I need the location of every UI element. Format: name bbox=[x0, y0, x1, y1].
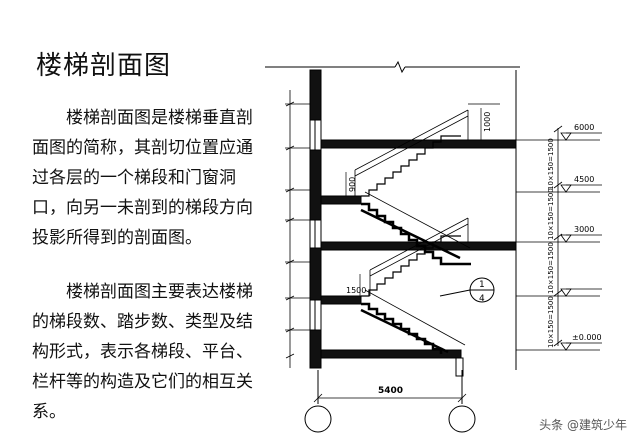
detail-callout-denominator: 4 bbox=[479, 294, 485, 304]
axis-markers bbox=[304, 370, 476, 433]
left-dimension-chain bbox=[285, 90, 310, 368]
elevation-4500: 4500 bbox=[574, 175, 594, 184]
flight-dimension-1: 10×150=1500 bbox=[547, 138, 555, 190]
stair-flights bbox=[360, 135, 471, 354]
railing-height-900: 900 bbox=[348, 177, 357, 192]
detail-callout bbox=[439, 277, 495, 303]
elevation-3000: 3000 bbox=[574, 225, 594, 234]
railing-height-1500: 1500 bbox=[346, 286, 366, 295]
watermark: 头条 @建筑少年 bbox=[536, 415, 630, 434]
overall-width: 5400 bbox=[378, 386, 403, 396]
detail-callout-numerator: 1 bbox=[479, 280, 485, 290]
left-wall bbox=[309, 69, 322, 369]
railings bbox=[354, 103, 500, 346]
flight-dimension-4: 10×150=1500 bbox=[547, 296, 555, 348]
railing-dimensions bbox=[345, 108, 482, 296]
right-wall bbox=[455, 70, 517, 377]
elevation-markers bbox=[560, 132, 602, 351]
floor-slabs bbox=[320, 139, 517, 359]
top-break-line bbox=[265, 60, 520, 74]
flight-dimension-2: 10×150=1500 bbox=[547, 188, 555, 240]
intro-paragraph: 楼梯剖面图是楼梯垂直剖面图的简称，其剖切位置应通过各层的一个梯段和门窗洞口，向另… bbox=[32, 108, 253, 248]
elevation-6000: 6000 bbox=[574, 123, 594, 132]
right-dimension-chain bbox=[516, 125, 600, 351]
railing-height-1000: 1000 bbox=[483, 112, 492, 132]
flight-dimension-3: 10×150=1500 bbox=[547, 242, 555, 294]
page-title: 楼梯剖面图 bbox=[36, 51, 172, 81]
content-paragraph: 楼梯剖面图主要表达楼梯的梯段数、踏步数、类型及结构形式，表示各梯段、平台、栏杆等… bbox=[32, 282, 253, 422]
elevation-0: ±0.000 bbox=[572, 333, 602, 342]
